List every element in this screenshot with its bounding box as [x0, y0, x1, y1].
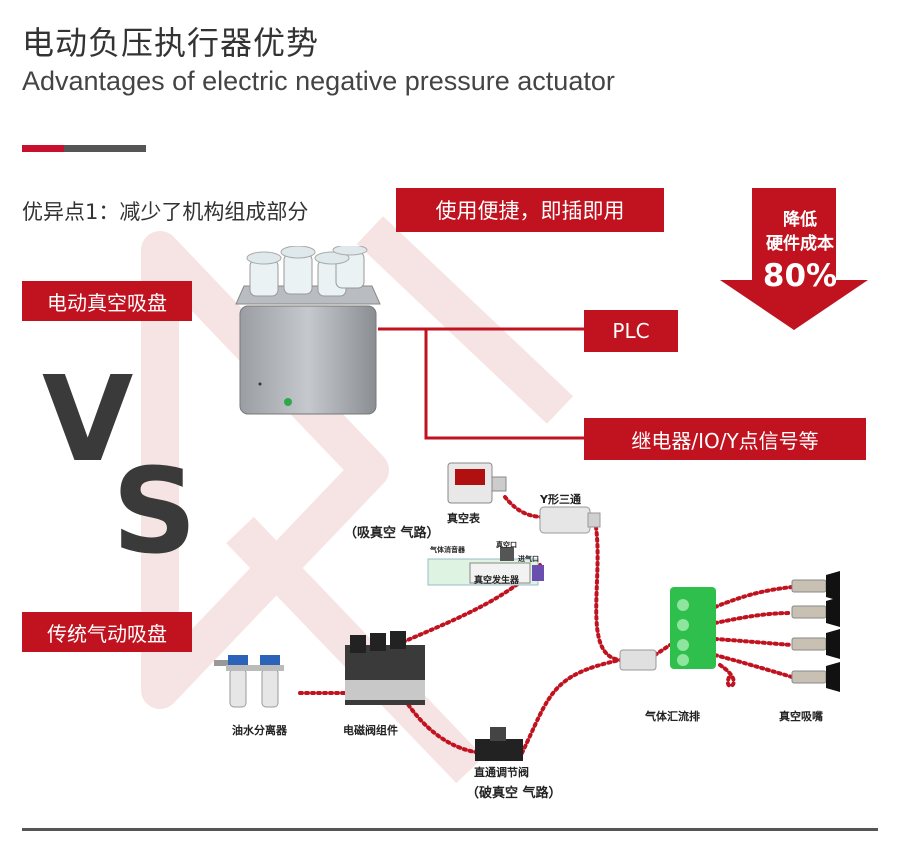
- gas-manifold-label: 气体汇流排: [645, 710, 700, 723]
- vs-letter-v: V: [42, 350, 134, 488]
- electric-actuator-image: [235, 246, 381, 415]
- y-tee-image: [539, 506, 601, 534]
- relay-signal-box: 继电器/IO/Y点信号等: [584, 418, 866, 460]
- advantage-point: 优异点1：减少了机构组成部分: [22, 200, 309, 224]
- y-tee-label: Y形三通: [540, 493, 581, 506]
- highlight-box: 使用便捷，即插即用: [396, 188, 664, 232]
- cost-down-arrow-icon: [720, 188, 868, 330]
- vacuum-nozzle-image: [791, 579, 827, 684]
- badge-value: 80%: [762, 258, 838, 294]
- vacuum-generator-label: 真空发生器: [474, 576, 520, 586]
- vacuum-meter-image: [447, 462, 507, 504]
- title-underline-red: [22, 145, 64, 152]
- badge-line1: 降低: [783, 210, 817, 230]
- vacuum-port-label: 真空口: [496, 541, 517, 549]
- oil-water-separator-image: [214, 655, 284, 708]
- electric-suction-label: 电动真空吸盘: [22, 281, 192, 321]
- vacuum-meter-label: 真空表: [447, 512, 480, 525]
- bottom-divider: [22, 828, 878, 831]
- vs-letter-s: S: [112, 442, 197, 580]
- throttle-valve-image: [475, 727, 523, 761]
- silencer-label: 气体消音器: [430, 546, 465, 554]
- pneumatic-system-diagram: [214, 462, 840, 761]
- throttle-valve-label: 直通调节阀: [474, 766, 529, 779]
- vacuum-nozzle-label: 真空吸嘴: [779, 710, 823, 723]
- break-path-label: （破真空 气路）: [466, 786, 562, 801]
- tee-fitting-image: [619, 649, 657, 671]
- page-subtitle: Advantages of electric negative pressure…: [22, 66, 615, 96]
- badge-line2: 硬件成本: [766, 234, 834, 254]
- exhaust-port-label: 进气口: [518, 555, 539, 563]
- suction-path-label: （吸真空 气路）: [344, 526, 440, 541]
- vacuum-generator-image: [427, 547, 544, 586]
- gas-manifold-image: [670, 587, 716, 669]
- solenoid-valve-group-label: 电磁阀组件: [343, 724, 398, 737]
- page-title: 电动负压执行器优势: [22, 24, 320, 62]
- plc-box: PLC: [584, 310, 678, 352]
- oil-water-separator-label: 油水分离器: [232, 724, 287, 737]
- solenoid-valve-group-image: [345, 631, 425, 705]
- title-underline-gray: [64, 145, 146, 152]
- traditional-suction-label: 传统气动吸盘: [22, 612, 192, 652]
